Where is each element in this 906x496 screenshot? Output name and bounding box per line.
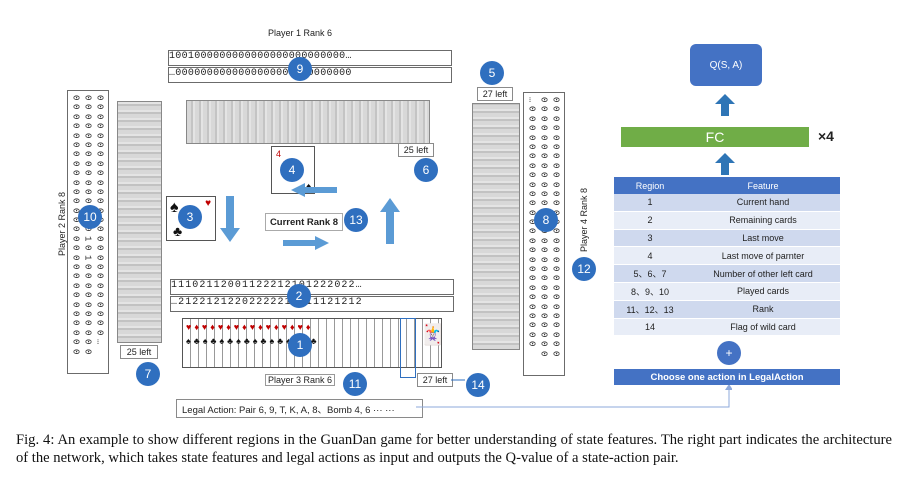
marker-10: 10	[78, 205, 102, 229]
card-rank: 4	[276, 149, 282, 159]
marker-12: 12	[572, 257, 596, 281]
spade-suit-icon: ♠	[170, 199, 179, 216]
feature-cell: Flag of wild card	[686, 318, 840, 337]
table-header: Region	[614, 177, 686, 194]
feature-cell: Last move	[686, 229, 840, 248]
region-cell: 2	[614, 211, 686, 230]
marker-2: 2	[287, 284, 311, 308]
marker-1: 1	[288, 333, 312, 357]
p3-hand-ranks: ♥♦♥♦♥♦♥♦♥♦♥♦♥♦♥♦	[186, 322, 314, 332]
down-arrow-icon	[220, 196, 240, 242]
marker-14: 14	[466, 373, 490, 397]
marker-11: 11	[343, 372, 367, 396]
player1-label: Player 1 Rank 6	[268, 28, 333, 38]
player4-label: Player 4 Rank 8	[579, 187, 589, 253]
fc-layer: FC	[621, 127, 809, 147]
player3-label: Player 3 Rank 6	[265, 374, 336, 386]
legal-action-input: Choose one action in LegalAction	[614, 369, 840, 385]
up-arrow-icon	[715, 94, 735, 116]
feature-cell: Remaining cards	[686, 211, 840, 230]
p2-left-count: 25 left	[120, 345, 158, 359]
p3-remaining-strip-top: 11102112001122212101222022…	[170, 279, 454, 295]
q-value-output: Q(S, A)	[690, 44, 762, 86]
left-arrow-icon	[291, 183, 337, 197]
p3-remaining-strip-bottom: …21221212202222212211121212	[170, 296, 454, 312]
p1-facedown-hand	[186, 100, 430, 144]
region-cell: 3	[614, 229, 686, 248]
right-arrow-icon	[283, 236, 329, 250]
marker-8: 8	[534, 208, 558, 232]
fc-multiplier: ×4	[818, 128, 834, 144]
feature-cell: Rank	[686, 300, 840, 319]
strip-column: 0000000000000000000000000000	[538, 96, 549, 356]
p4-facedown-hand	[472, 103, 520, 350]
marker-4: 4	[280, 158, 304, 182]
region-cell: 14	[614, 318, 686, 337]
heart-suit-icon: ♥	[205, 198, 211, 209]
marker-6: 6	[414, 158, 438, 182]
marker-9: 9	[288, 57, 312, 81]
joker-icon: 🃏	[420, 324, 445, 346]
feature-cell: Last move of parnter	[686, 246, 840, 266]
feature-cell: Played cards	[686, 282, 840, 301]
p3-hand-suits: ♠♣♠♣♠♣♠♣♠♣♠♣♠♣♠♣	[186, 336, 320, 346]
region-cell: 4	[614, 246, 686, 266]
concat-plus-icon: +	[717, 341, 741, 365]
marker-13: 13	[344, 208, 368, 232]
region-cell: 1	[614, 194, 686, 212]
club-suit-icon: ♣	[173, 223, 183, 239]
marker-3: 3	[178, 205, 202, 229]
strip-column: 0000000000000000000000000000	[550, 96, 561, 356]
p2-facedown-hand	[117, 101, 162, 343]
feature-cell: Current hand	[686, 194, 840, 212]
p3-current-hand	[182, 318, 442, 368]
player2-label: Player 2 Rank 8	[57, 191, 67, 257]
feature-cell: Number of other left card	[686, 264, 840, 283]
region-cell: 8、9、10	[614, 282, 686, 301]
marker-5: 5	[480, 61, 504, 85]
up-arrow-icon	[380, 198, 400, 244]
current-rank-box: Current Rank 8	[265, 213, 343, 231]
wild-flag-connector	[451, 379, 465, 381]
table-header: Feature	[686, 177, 840, 194]
legal-action-connector	[416, 384, 732, 408]
region-cell: 11、12、13	[614, 300, 686, 319]
wild-card-highlight	[400, 318, 416, 378]
spade-suit-icon: ♠	[306, 181, 311, 191]
p1-left-count: 25 left	[398, 143, 434, 157]
legal-action-box: Legal Action: Pair 6, 9, T, K, A, 8、Bomb…	[176, 399, 423, 418]
marker-7: 7	[136, 362, 160, 386]
p4-left-count: 27 left	[477, 87, 513, 101]
up-arrow-icon	[715, 153, 735, 175]
figure-caption: Fig. 4: An example to show different reg…	[16, 432, 892, 466]
strip-column: 00000000000000000000000000…	[94, 94, 105, 345]
region-cell: 5、6、7	[614, 264, 686, 283]
